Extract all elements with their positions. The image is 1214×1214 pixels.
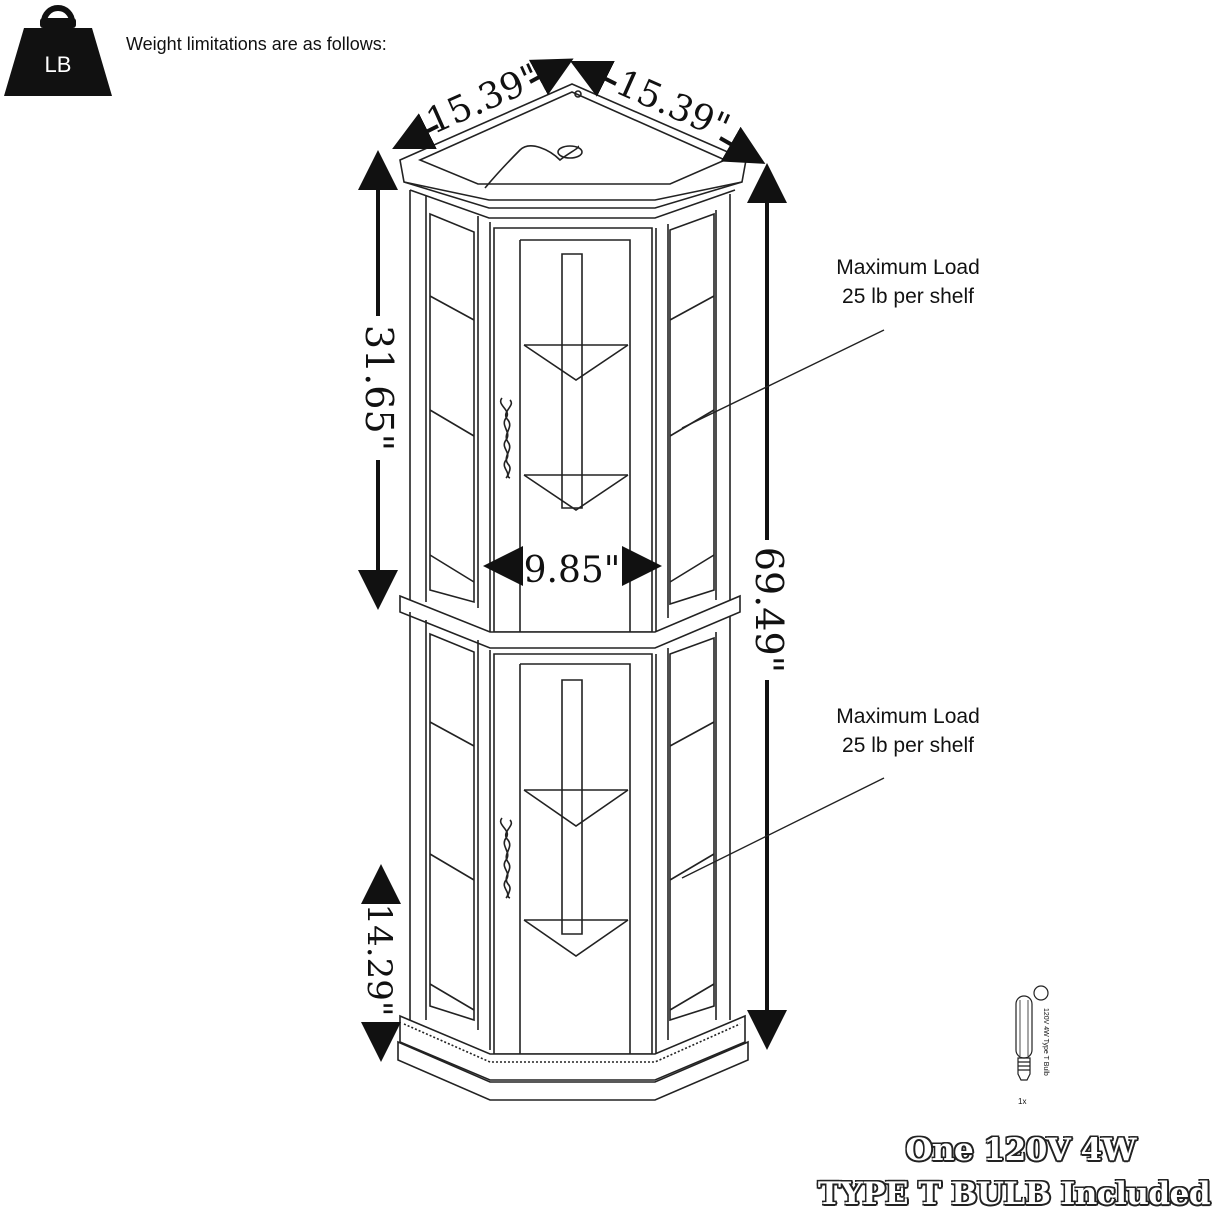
callout-top-shelf: Maximum Load 25 lb per shelf (798, 253, 1018, 311)
callout-top-line2: 25 lb per shelf (842, 285, 974, 308)
weight-icon (4, 5, 112, 96)
callout-top-line1: Maximum Load (836, 256, 980, 279)
bulb-title-line1: One 120V 4W (905, 1132, 1137, 1168)
bulb-icon (1015, 985, 1049, 1081)
bulb-title-line2: TYPE T BULB Included (817, 1176, 1211, 1212)
intro-text: Weight limitations are as follows: (126, 34, 387, 54)
cabinet-outline (397, 83, 749, 1101)
callout-leaders (681, 329, 885, 879)
dimension-arrows (358, 58, 787, 1062)
dim-inner-width: 9.85" (524, 550, 621, 591)
callout-bottom-line2: 25 lb per shelf (842, 734, 974, 757)
callout-bottom-line1: Maximum Load (836, 705, 980, 728)
door-handle-upper (499, 397, 513, 479)
bulb-quantity: 1x (1018, 1097, 1026, 1106)
dim-base-height: 14.29" (359, 904, 399, 1017)
door-handle-lower (499, 817, 513, 899)
dim-total-height: 69.49" (747, 547, 791, 673)
dim-upper-height: 31.65" (357, 325, 401, 451)
weight-icon-label: LB (45, 52, 72, 77)
bulb-side-text: 120V 4W Type T Bulb (1042, 1008, 1049, 1076)
callout-bottom-shelf: Maximum Load 25 lb per shelf (798, 702, 1018, 760)
